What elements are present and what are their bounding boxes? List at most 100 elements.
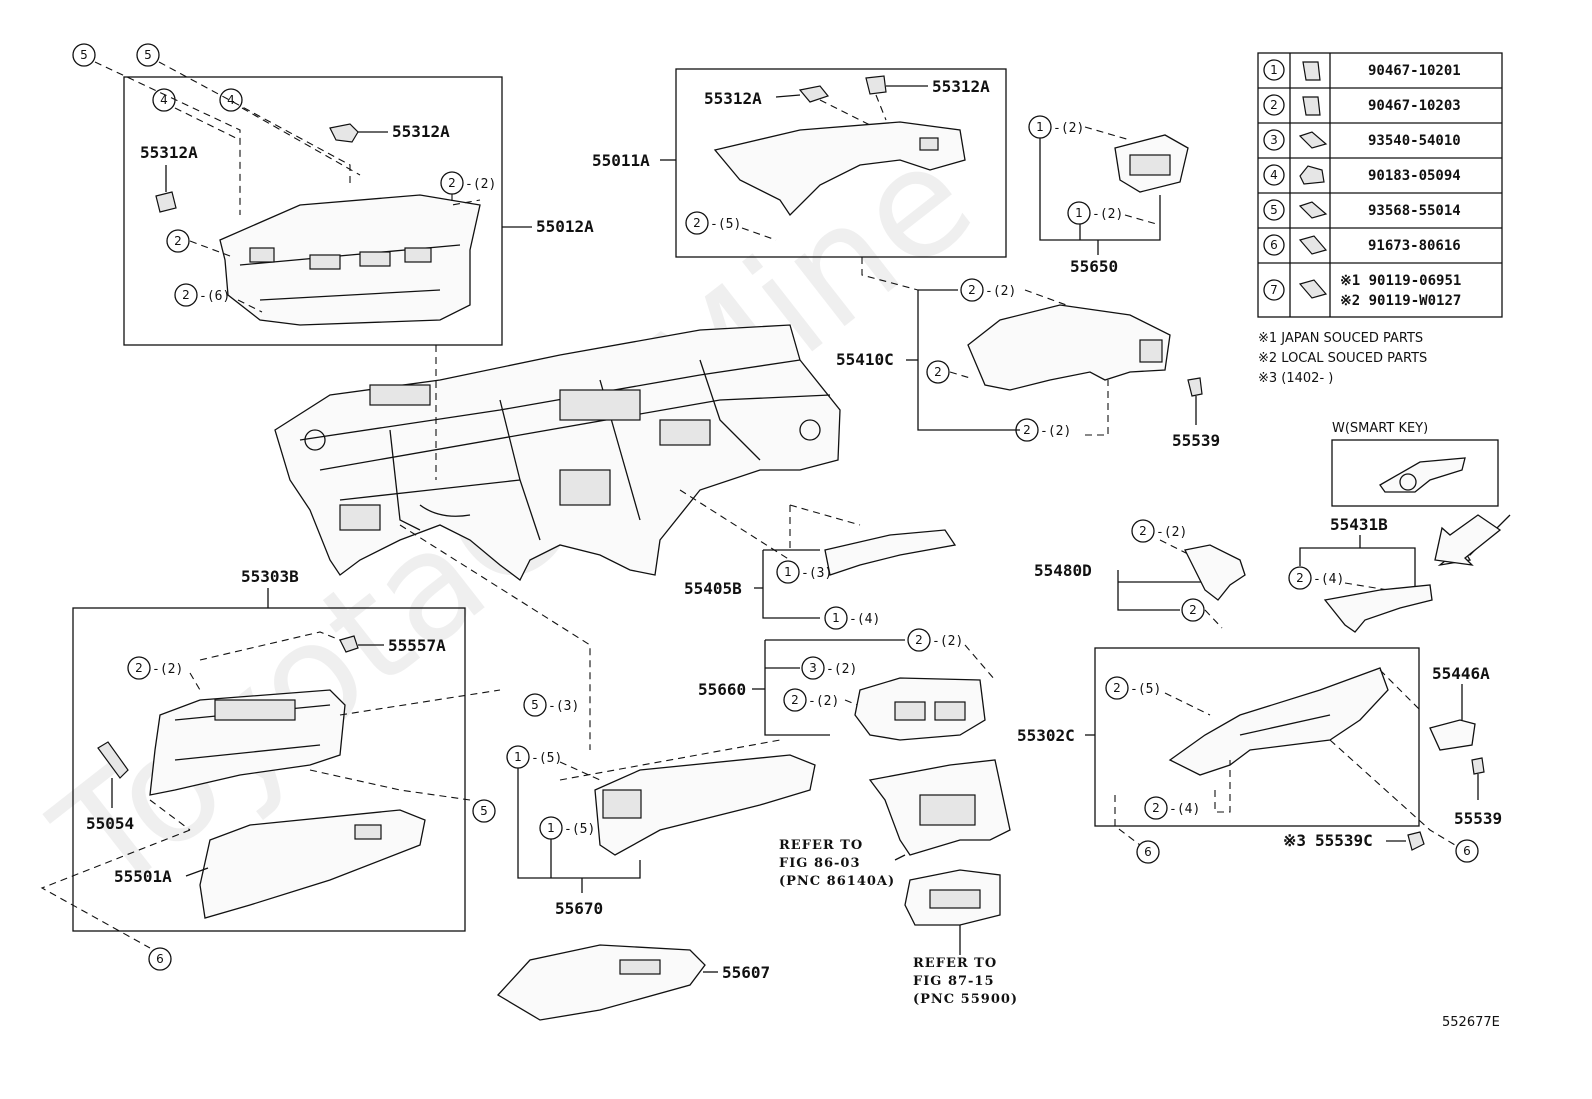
callout-2-2-f: 2-(2) (907, 628, 963, 652)
svg-text:5: 5 (144, 48, 152, 62)
group-audio-refs: REFER TO FIG 86-03 (PNC 86140A) REFER TO… (779, 759, 1018, 1007)
trim-55670 (594, 754, 816, 856)
group-55446A: 55446A 55539 ※3 55539C (1283, 664, 1502, 851)
label-55501A: 55501A (114, 867, 172, 886)
clip-55539C (1407, 831, 1425, 851)
svg-text:6: 6 (1270, 238, 1278, 252)
svg-text:-(5): -(5) (710, 217, 741, 232)
group-55405B: 55405B 1-(3) 1-(4) (684, 504, 957, 630)
svg-text:2: 2 (1139, 524, 1147, 538)
label-55539-b: 55539 (1454, 809, 1502, 828)
callout-2-j: 2 (1181, 598, 1205, 622)
group-55011A: 55312A 55312A 55011A 2-(5) (592, 68, 1007, 291)
svg-text:1: 1 (514, 750, 522, 764)
upper-panel-55012A (219, 194, 481, 326)
legend-row-4: 4 90183-05094 (1263, 164, 1461, 186)
svg-text:3: 3 (1270, 133, 1278, 147)
svg-text:4: 4 (1270, 168, 1278, 182)
label-55539-a: 55539 (1172, 431, 1220, 450)
label-55312A-a: 55312A (392, 122, 450, 141)
figure-id: 552677E (1442, 1015, 1500, 1030)
label-55312A-b: 55312A (140, 143, 198, 162)
svg-text:-(5): -(5) (531, 751, 562, 766)
panel-55480D (1184, 544, 1246, 601)
legend-note-3: ※3 (1402- ) (1258, 371, 1333, 386)
legend-note-1: ※1 JAPAN SOUCED PARTS (1258, 331, 1423, 346)
group-55303B: 55303B 55557A 2-(2) 5-(3) 5 55054 55501A… (40, 567, 579, 971)
svg-text:2: 2 (915, 633, 923, 647)
smart-key-title: W(SMART KEY) (1332, 421, 1428, 436)
svg-text:-(2): -(2) (1092, 207, 1123, 222)
svg-text:90467-10201: 90467-10201 (1368, 63, 1461, 79)
svg-text:6: 6 (156, 952, 164, 966)
clip-55539-b (1471, 757, 1485, 775)
svg-text:93540-54010: 93540-54010 (1368, 133, 1461, 149)
clip-55312A-b (155, 191, 177, 213)
svg-text:-(4): -(4) (1169, 802, 1200, 817)
svg-text:1: 1 (784, 565, 792, 579)
svg-text:5: 5 (1270, 203, 1278, 217)
svg-text:2: 2 (1023, 423, 1031, 437)
ref1-line2: FIG 86-03 (779, 856, 861, 871)
damper-55054 (97, 741, 129, 779)
callout-2-2-g: 2-(2) (783, 688, 839, 712)
bolt-icon (1298, 279, 1328, 299)
lower-cover-55607 (496, 944, 706, 1021)
group-55012A: 5 5 4 4 55312A 55312A 2-(2) 2 2-(6) 5501… (72, 43, 594, 346)
group-55302C: 55302C 2-(5) 2-(4) 6 6 (1017, 647, 1479, 864)
label-55670: 55670 (555, 899, 603, 918)
clip-55539-a (1187, 377, 1203, 397)
ref2-line3: (PNC 55900) (913, 992, 1018, 1007)
clip-55312A-c (798, 85, 830, 103)
svg-text:2: 2 (934, 365, 942, 379)
group-55410C: 2-(2) 55410C 2 2-(2) 55539 (836, 278, 1220, 450)
label-55312A-c: 55312A (704, 89, 762, 108)
svg-text:5: 5 (480, 804, 488, 818)
group-55660: 2-(2) 3-(2) 55660 2-(2) (698, 628, 996, 741)
callout-2-4-a: 2-(4) (1288, 566, 1344, 590)
svg-text:2: 2 (1296, 571, 1304, 585)
svg-text:90183-05094: 90183-05094 (1368, 168, 1461, 184)
cluster-bezel-55410C (967, 304, 1171, 391)
svg-text:91673-80616: 91673-80616 (1368, 238, 1461, 254)
callout-2-2-c: 2 -(2) (960, 278, 1016, 302)
ref1-line1: REFER TO (779, 838, 863, 853)
mark-note-3: ※3 (1283, 831, 1306, 850)
smart-key-trim (1379, 457, 1466, 493)
label-55446A: 55446A (1432, 664, 1490, 683)
svg-text:-(2): -(2) (985, 284, 1016, 299)
svg-text:7: 7 (1270, 283, 1278, 297)
label-55303B: 55303B (241, 567, 299, 586)
svg-text:2: 2 (448, 176, 456, 190)
callout-2-2-i: 2-(2) (1131, 519, 1187, 543)
svg-text:-(3): -(3) (548, 699, 579, 714)
svg-text:※1 90119-06951: ※1 90119-06951 (1340, 273, 1461, 289)
svg-text:-(2): -(2) (152, 662, 183, 677)
callout-6-b: 6 (1136, 840, 1160, 864)
label-55302C: 55302C (1017, 726, 1075, 745)
upper-cover-55011A (713, 121, 966, 217)
glovebox-frame (149, 689, 346, 796)
svg-text:-(2): -(2) (465, 177, 496, 192)
label-55660: 55660 (698, 680, 746, 699)
svg-text:5: 5 (80, 48, 88, 62)
callout-4-b: 4 (219, 88, 243, 112)
panel-55405B (824, 529, 957, 576)
screw-icon (1298, 131, 1328, 149)
legend-note-2: ※2 LOCAL SOUCED PARTS (1258, 351, 1427, 366)
direction-arrow (1434, 514, 1502, 566)
callout-1-2-b: 1-(2) (1067, 201, 1123, 225)
callout-2-b: 2 (166, 229, 190, 253)
svg-text:2: 2 (968, 283, 976, 297)
screw-icon (1298, 201, 1328, 219)
svg-text:93568-55014: 93568-55014 (1368, 203, 1461, 219)
group-55650: 1-(2) 1-(2) 55650 (1028, 115, 1189, 276)
label-55011A: 55011A (592, 151, 650, 170)
label-55539C: 55539C (1315, 831, 1373, 850)
svg-text:-(2): -(2) (826, 662, 857, 677)
bumper-55557A (339, 635, 359, 653)
callout-3-2: 3-(2) (801, 656, 857, 680)
svg-text:6: 6 (1144, 845, 1152, 859)
svg-text:2: 2 (693, 216, 701, 230)
